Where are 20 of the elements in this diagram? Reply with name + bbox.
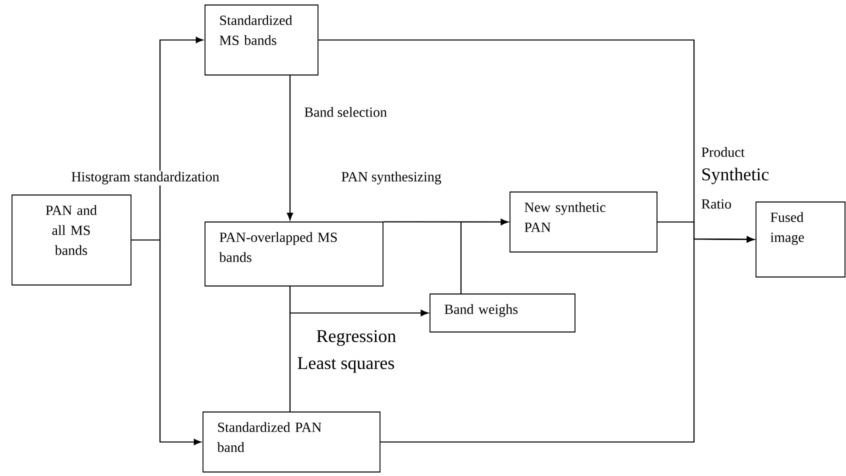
annotation-text: Synthetic — [700, 166, 770, 186]
arrow — [380, 236, 754, 443]
annotation-text: Regression — [315, 329, 398, 347]
process-box: Standardized PAN band — [202, 412, 380, 472]
process-box: Fused image — [756, 202, 846, 278]
process-box: Band weighs — [430, 294, 576, 332]
process-box: New synthetic PAN — [510, 192, 658, 252]
arrow — [289, 310, 428, 412]
process-box: PAN and all MS bands — [12, 194, 132, 286]
arrow — [131, 239, 202, 446]
arrow — [460, 218, 508, 294]
process-box: PAN-overlapped MS bands — [204, 222, 384, 286]
arrow — [286, 75, 294, 220]
annotation-text: PAN synthesizing — [340, 170, 442, 186]
edge-label: Band selection — [303, 106, 388, 118]
annotation-text: Histogram standardization — [70, 170, 220, 186]
annotation-text: Least squares — [296, 356, 396, 374]
annotation-text: Ratio — [700, 198, 733, 210]
annotation-text: Product — [700, 146, 746, 158]
process-box: Standardized MS bands — [204, 4, 318, 76]
